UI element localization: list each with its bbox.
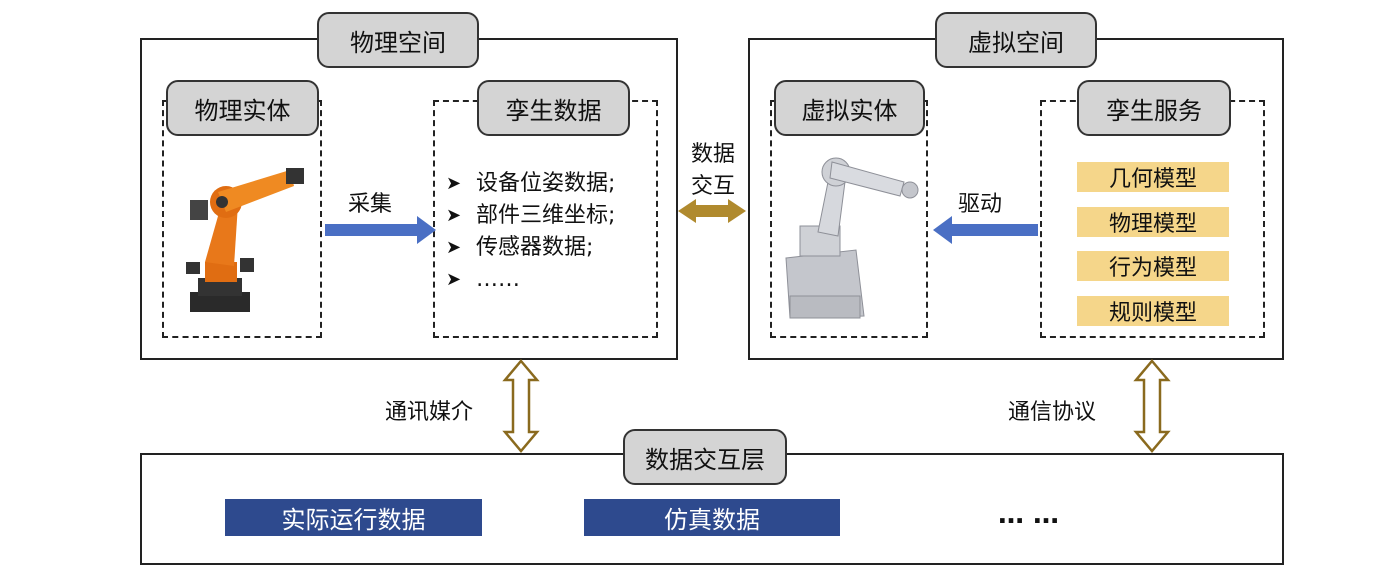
collect-arrow-icon: [325, 216, 436, 244]
list-item: ➤设备位姿数据;: [446, 171, 616, 196]
twin-data-title: 孪生数据: [477, 80, 630, 136]
actual-run-data-badge: 实际运行数据: [225, 499, 482, 536]
physical-entity-title: 物理实体: [166, 80, 319, 136]
virtual-entity-title: 虚拟实体: [774, 80, 925, 136]
data-exchange-label-1: 数据: [690, 142, 735, 167]
data-interaction-layer-title: 数据交互层: [623, 429, 787, 485]
physical-space-title: 物理空间: [317, 12, 479, 68]
list-item: ➤部件三维坐标;: [446, 203, 616, 228]
orange-robot-arm-icon: [186, 168, 304, 312]
drive-label: 驱动: [958, 192, 1003, 217]
comm-protocol-label: 通信协议: [1008, 400, 1097, 425]
rule-model-badge: 规则模型: [1077, 296, 1229, 326]
data-exchange-arrow-icon: [678, 199, 746, 223]
simulation-data-badge: 仿真数据: [584, 499, 840, 536]
behavior-model-badge: 行为模型: [1077, 251, 1229, 281]
gray-robot-arm-icon: [785, 157, 919, 319]
twin-service-title: 孪生服务: [1077, 80, 1231, 136]
physics-model-badge: 物理模型: [1077, 207, 1229, 237]
twin-data-list: ➤设备位姿数据; ➤部件三维坐标; ➤传感器数据; ➤……: [446, 168, 656, 296]
geometry-model-badge: 几何模型: [1077, 162, 1229, 192]
data-layer-ellipsis: … …: [998, 500, 1060, 530]
comm-medium-label: 通讯媒介: [385, 400, 474, 425]
collect-label: 采集: [348, 192, 393, 217]
list-item: ➤……: [446, 267, 520, 292]
virtual-space-title: 虚拟空间: [935, 12, 1097, 68]
drive-arrow-icon: [933, 216, 1038, 244]
data-exchange-label-2: 交互: [690, 174, 735, 199]
list-item: ➤传感器数据;: [446, 235, 594, 260]
comm-medium-arrow-icon: [502, 359, 540, 453]
comm-protocol-arrow-icon: [1133, 359, 1171, 453]
